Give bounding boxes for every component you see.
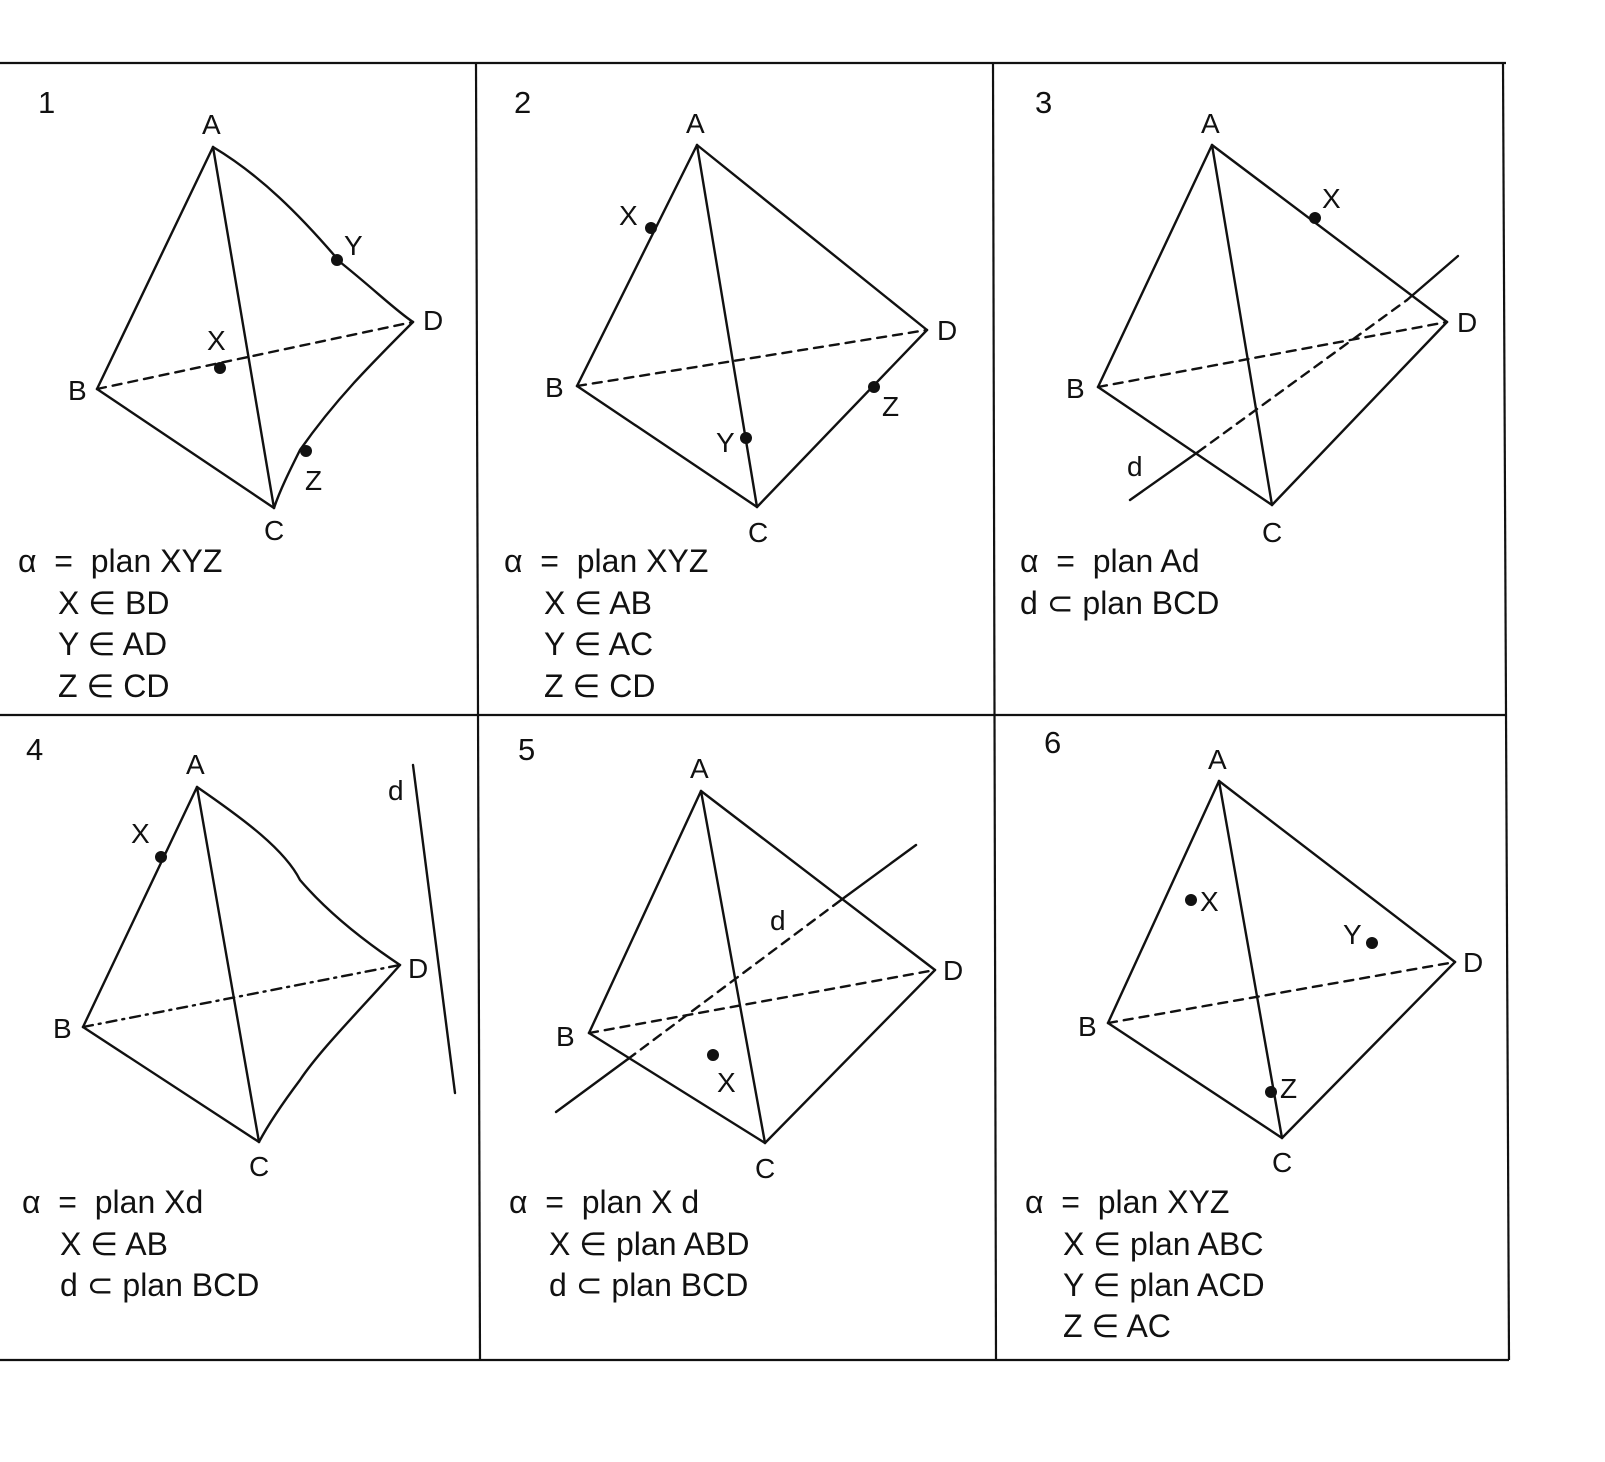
panel-5: 5 d A B C D X α = plan X d X ∈ plan ABD … bbox=[509, 732, 963, 1303]
tetrahedron bbox=[1106, 779, 1457, 1140]
vertex-c-label: C bbox=[748, 517, 768, 548]
point-z bbox=[300, 445, 312, 457]
line-d-label: d bbox=[388, 775, 404, 806]
caption-line-2: X ∈ BD bbox=[58, 585, 169, 621]
caption-line-2: X ∈ plan ABC bbox=[1063, 1226, 1263, 1262]
caption-line-3: Y ∈ plan ACD bbox=[1063, 1267, 1265, 1303]
caption-line-3: d ⊂ plan BCD bbox=[60, 1267, 259, 1303]
vertex-b-label: B bbox=[68, 375, 87, 406]
caption-line-3: Y ∈ AC bbox=[544, 626, 653, 662]
tetrahedron bbox=[587, 789, 937, 1145]
point-x bbox=[645, 222, 657, 234]
vertex-a-label: A bbox=[202, 109, 221, 140]
vertex-c-label: C bbox=[1272, 1147, 1292, 1178]
point-x bbox=[1185, 894, 1197, 906]
point-x-label: X bbox=[717, 1067, 736, 1098]
point-x-label: X bbox=[1322, 183, 1341, 214]
point-y-label: Y bbox=[344, 230, 363, 261]
caption-line-2: X ∈ AB bbox=[60, 1226, 168, 1262]
point-x-label: X bbox=[619, 200, 638, 231]
vertex-b-label: B bbox=[1066, 373, 1085, 404]
caption-line-2: X ∈ plan ABD bbox=[549, 1226, 749, 1262]
caption-line-1: α = plan XYZ bbox=[1025, 1184, 1229, 1220]
point-z-label: Z bbox=[882, 391, 899, 422]
line-d bbox=[554, 843, 918, 1114]
caption-line-1: α = plan XYZ bbox=[504, 543, 708, 579]
panel-3: 3 d A B C D X α = plan Ad d ⊂ plan BCD bbox=[1020, 85, 1477, 621]
caption-line-2: d ⊂ plan BCD bbox=[1020, 585, 1219, 621]
point-x bbox=[707, 1049, 719, 1061]
point-x-label: X bbox=[131, 818, 150, 849]
vertex-a-label: A bbox=[186, 749, 205, 780]
vertex-a-label: A bbox=[686, 108, 705, 139]
caption-line-1: α = plan Ad bbox=[1020, 543, 1200, 579]
caption-line-1: α = plan X d bbox=[509, 1184, 699, 1220]
point-x bbox=[155, 851, 167, 863]
point-z-label: Z bbox=[1280, 1073, 1297, 1104]
panel-number: 3 bbox=[1035, 85, 1052, 120]
caption-line-3: d ⊂ plan BCD bbox=[549, 1267, 748, 1303]
panel-1: 1 A B C D X Y Z α = plan XYZ X ∈ BD Y ∈ … bbox=[18, 85, 443, 704]
panel-number: 2 bbox=[514, 85, 531, 120]
point-y bbox=[1366, 937, 1378, 949]
vertex-c-label: C bbox=[755, 1153, 775, 1184]
caption-line-1: α = plan Xd bbox=[22, 1184, 203, 1220]
line-d-label: d bbox=[1127, 451, 1143, 482]
vertex-c-label: C bbox=[264, 515, 284, 546]
point-z-label: Z bbox=[305, 465, 322, 496]
vertex-d-label: D bbox=[943, 955, 963, 986]
vertex-d-label: D bbox=[408, 953, 428, 984]
caption-line-3: Y ∈ AD bbox=[58, 626, 167, 662]
vertex-d-label: D bbox=[937, 315, 957, 346]
vertex-d-label: D bbox=[1463, 947, 1483, 978]
caption-line-4: Z ∈ CD bbox=[58, 668, 169, 704]
vertex-c-label: C bbox=[249, 1151, 269, 1182]
panel-number: 6 bbox=[1044, 725, 1061, 760]
vertex-b-label: B bbox=[556, 1021, 575, 1052]
point-y-label: Y bbox=[1343, 919, 1362, 950]
point-z bbox=[868, 381, 880, 393]
grid-frame bbox=[0, 61, 1511, 1362]
line-d bbox=[411, 763, 457, 1095]
vertex-c-label: C bbox=[1262, 517, 1282, 548]
point-y bbox=[331, 254, 343, 266]
panel-number: 1 bbox=[38, 85, 55, 120]
vertex-a-label: A bbox=[690, 753, 709, 784]
panel-4: 4 d A B C D X α = plan Xd X ∈ AB d ⊂ pla… bbox=[22, 732, 457, 1303]
point-y-label: Y bbox=[716, 427, 735, 458]
caption-line-2: X ∈ AB bbox=[544, 585, 652, 621]
vertex-d-label: D bbox=[423, 305, 443, 336]
tetrahedron bbox=[575, 143, 929, 509]
tetrahedron bbox=[1096, 143, 1449, 507]
tetrahedron bbox=[95, 145, 415, 510]
point-x-label: X bbox=[1200, 886, 1219, 917]
vertex-a-label: A bbox=[1208, 744, 1227, 775]
panel-6: 6 A B C D X Y Z α = plan XYZ X ∈ plan AB… bbox=[1025, 725, 1483, 1344]
vertex-a-label: A bbox=[1201, 108, 1220, 139]
caption-line-4: Z ∈ CD bbox=[544, 668, 655, 704]
point-x bbox=[214, 362, 226, 374]
vertex-b-label: B bbox=[1078, 1011, 1097, 1042]
vertex-b-label: B bbox=[545, 372, 564, 403]
point-y bbox=[740, 432, 752, 444]
vertex-b-label: B bbox=[53, 1013, 72, 1044]
vertex-d-label: D bbox=[1457, 307, 1477, 338]
tetrahedron bbox=[81, 785, 402, 1144]
line-d bbox=[1128, 254, 1460, 502]
caption-line-1: α = plan XYZ bbox=[18, 543, 222, 579]
point-z bbox=[1265, 1086, 1277, 1098]
panel-number: 4 bbox=[26, 732, 43, 767]
caption-line-4: Z ∈ AC bbox=[1063, 1308, 1171, 1344]
panel-2: 2 A B C D X Y Z α = plan XYZ X ∈ AB Y ∈ … bbox=[504, 85, 957, 704]
line-d-label: d bbox=[770, 905, 786, 936]
point-x-label: X bbox=[207, 325, 226, 356]
point-x bbox=[1309, 212, 1321, 224]
panel-number: 5 bbox=[518, 732, 535, 767]
